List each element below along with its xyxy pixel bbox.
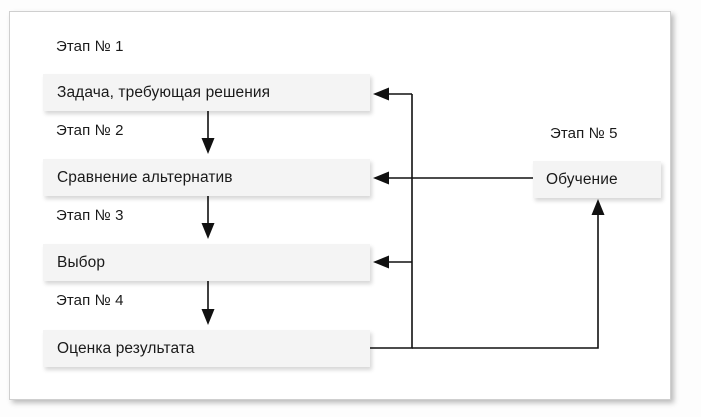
arrow-stage4-to-stage5 bbox=[412, 199, 605, 349]
arrow-stage2-to-stage3 bbox=[201, 196, 215, 239]
stage-box-1-text: Задача, требующая решения bbox=[57, 83, 271, 101]
stage-box-5-text: Обучение bbox=[546, 170, 618, 188]
arrow-feedback-to-stage1 bbox=[373, 87, 412, 101]
stage-label-5: Этап № 5 bbox=[550, 125, 618, 142]
arrow-feedback-to-stage3 bbox=[373, 255, 412, 269]
stage-box-3[interactable]: Выбор bbox=[43, 244, 370, 281]
stage-label-1: Этап № 1 bbox=[56, 38, 124, 55]
arrow-stage3-to-stage4 bbox=[201, 281, 215, 325]
stage-box-5[interactable]: Обучение bbox=[533, 161, 661, 198]
stage-box-2-text: Сравнение альтернатив bbox=[57, 168, 233, 186]
stage-box-1[interactable]: Задача, требующая решения bbox=[43, 74, 370, 111]
stage-label-4: Этап № 4 bbox=[56, 292, 124, 309]
arrow-stage1-to-stage2 bbox=[201, 111, 215, 154]
stage-box-2[interactable]: Сравнение альтернатив bbox=[43, 159, 370, 196]
stage-box-4[interactable]: Оценка результата bbox=[43, 330, 370, 367]
stage-label-3: Этап № 3 bbox=[56, 207, 124, 224]
stage-box-3-text: Выбор bbox=[57, 253, 106, 271]
feedback-bus-vertical bbox=[370, 94, 413, 349]
stage-box-4-text: Оценка результата bbox=[57, 339, 195, 357]
arrow-stage5-to-stage2 bbox=[373, 171, 533, 185]
stage-label-2: Этап № 2 bbox=[56, 122, 124, 139]
